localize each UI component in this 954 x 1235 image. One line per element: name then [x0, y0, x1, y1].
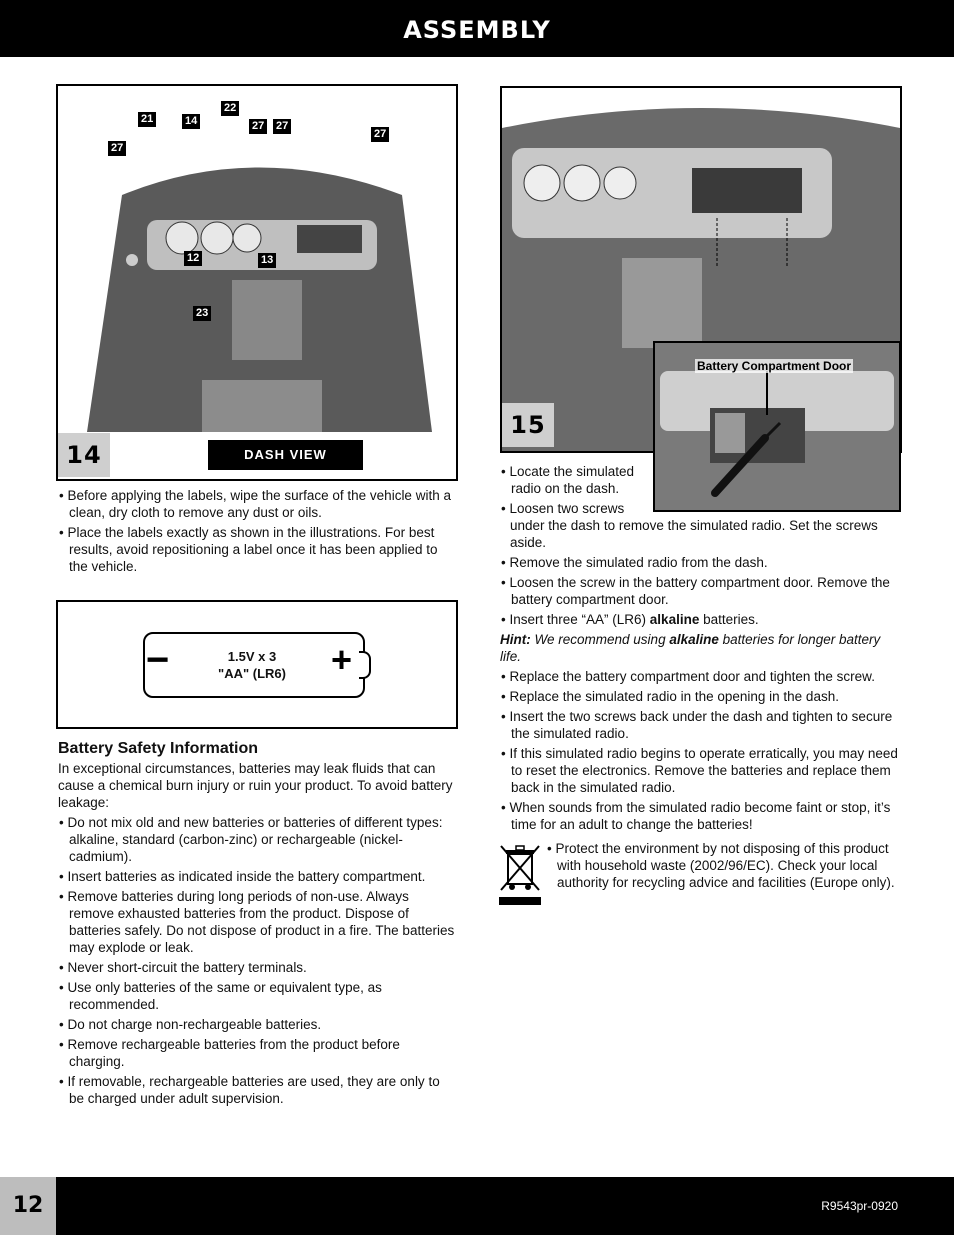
list-item: • Never short-circuit the battery termin…	[59, 960, 307, 975]
part-tag-13: 13	[258, 253, 277, 268]
list-item: • Place the labels exactly as shown in t…	[59, 525, 438, 574]
list-item: • Insert batteries as indicated inside t…	[59, 869, 426, 884]
step-number-15: 15	[502, 403, 554, 447]
hint-text: Hint: We recommend using alkaline batter…	[500, 632, 881, 664]
part-tag-21: 21	[138, 112, 157, 127]
list-item: • Before applying the labels, wipe the s…	[59, 488, 451, 520]
part-tag-27d: 27	[371, 127, 390, 142]
list-item: • Insert three “AA” (LR6) alkaline batte…	[501, 612, 759, 627]
list-item: • Do not charge non-rechargeable batteri…	[59, 1017, 322, 1032]
part-tag-27b: 27	[249, 119, 268, 134]
dash-view-label: DASH VIEW	[208, 440, 363, 470]
list-item: • Loosen the screw in the battery compar…	[501, 575, 890, 607]
list-item: • Remove the simulated radio from the da…	[501, 555, 768, 570]
battery-terminal	[359, 651, 371, 679]
list-item: • Remove batteries during long periods o…	[59, 889, 455, 955]
part-tag-27a: 27	[108, 141, 127, 156]
figure-15-inset: Battery Compartment Door	[653, 341, 901, 512]
dash-view-illustration	[72, 100, 442, 432]
plus-sign-icon: +	[331, 639, 353, 680]
list-item: • Insert the two screws back under the d…	[501, 709, 893, 741]
part-tag-27c: 27	[273, 119, 292, 134]
list-item: • Loosen two screws	[501, 501, 625, 516]
list-item: • Remove rechargeable batteries from the…	[59, 1037, 400, 1069]
crossed-out-bin-icon	[499, 842, 541, 906]
battery-door-illustration	[655, 343, 899, 510]
list-item: • Replace the simulated radio in the ope…	[501, 689, 839, 704]
battery-door-callout: Battery Compartment Door	[695, 359, 854, 373]
list-item: • If this simulated radio begins to oper…	[501, 746, 898, 795]
minus-sign-icon: −	[146, 638, 170, 682]
part-tag-14: 14	[182, 114, 201, 129]
list-item: • Locate the simulated radio on the dash…	[501, 464, 635, 496]
list-item: • Replace the battery compartment door a…	[501, 669, 875, 684]
section-heading: Battery Safety Information	[58, 740, 259, 757]
battery-safety-section: Battery Safety Information In exceptiona…	[58, 740, 456, 1110]
page-title: ASSEMBLY	[403, 16, 551, 44]
battery-spec: 1.5V x 3 "AA" (LR6)	[218, 649, 286, 681]
list-item: • When sounds from the simulated radio b…	[501, 800, 891, 832]
label-instructions: • Before applying the labels, wipe the s…	[58, 487, 456, 578]
list-item: • Use only batteries of the same or equi…	[59, 980, 382, 1012]
page-number: 12	[0, 1177, 56, 1235]
radio-locate-text: • Locate the simulated radio on the dash…	[500, 463, 650, 517]
part-tag-22: 22	[221, 101, 240, 116]
list-item: • Do not mix old and new batteries or ba…	[59, 815, 443, 864]
document-code: R9543pr-0920	[821, 1199, 898, 1213]
car-dash-drawing	[72, 100, 442, 432]
figure-14-box: 21 14 22 27 27 27 27 12 13 23 14 DASH VI…	[56, 84, 458, 481]
part-tag-23: 23	[193, 306, 212, 321]
safety-intro: In exceptional circumstances, batteries …	[58, 761, 453, 810]
page-header: ASSEMBLY	[0, 0, 954, 57]
list-item: • If removable, rechargeable batteries a…	[59, 1074, 440, 1106]
list-item: • Protect the environment by not disposi…	[547, 841, 895, 890]
radio-instructions: under the dash to remove the simulated r…	[500, 517, 898, 836]
list-item-continued: under the dash to remove the simulated r…	[510, 518, 878, 550]
page-footer: 12 R9543pr-0920	[0, 1177, 954, 1235]
environment-notice: • Protect the environment by not disposi…	[546, 840, 898, 894]
step-number-14: 14	[58, 433, 110, 477]
part-tag-12: 12	[184, 251, 203, 266]
